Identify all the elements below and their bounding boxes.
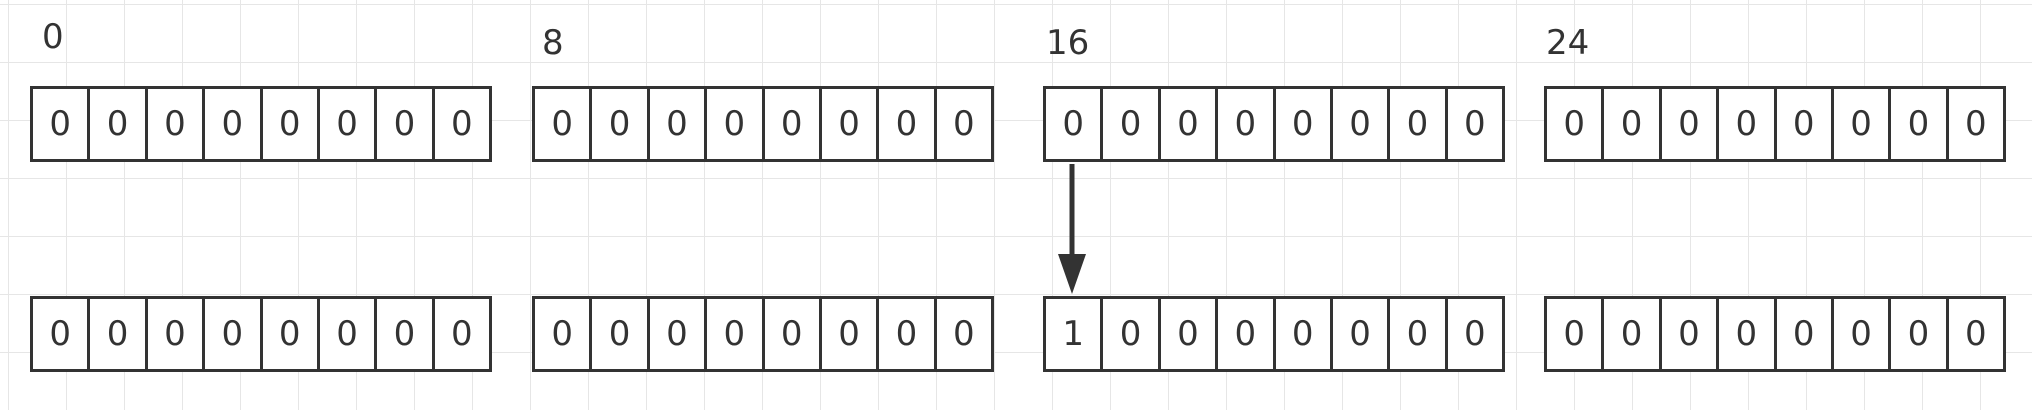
bit-cell: 0 [1834,299,1892,369]
byte-group-3: 0 0 0 0 0 0 0 0 [1544,296,2006,372]
bit-cell: 0 [822,299,880,369]
bit-cell: 0 [1604,89,1662,159]
byte-group-2: 0 0 0 0 0 0 0 0 [1043,86,1505,162]
bit-cell: 0 [377,299,435,369]
bit-cell: 0 [650,89,708,159]
bit-cell: 0 [952,314,975,354]
bit-cell: 0 [1547,299,1605,369]
bit-cell: 0 [1218,89,1276,159]
bit-cell: 0 [1547,89,1605,159]
bit-cell: 0 [263,299,320,369]
bit-cell: 0 [450,104,473,144]
bit-cell: 0 [1390,299,1448,369]
bit-cell: 0 [650,299,708,369]
bit-cell: 0 [1390,89,1448,159]
bit-cell: 0 [33,299,91,369]
bit-cell: 0 [765,299,822,369]
byte-group-1: 0 0 0 0 0 0 0 0 [532,86,994,162]
bit-cell: 0 [33,89,91,159]
offset-label-16: 16 [1046,23,1090,63]
bit-cell: 0 [765,89,822,159]
byte-group-0: 0 0 0 0 0 0 0 0 [30,296,492,372]
bit-cell: 0 [592,89,650,159]
bit-cell: 0 [377,89,435,159]
bit-cell: 0 [1891,89,1949,159]
bit-cell: 0 [1103,89,1161,159]
bit-cell: 0 [1719,299,1777,369]
bit-cell: 0 [1276,89,1333,159]
bit-cell: 0 [320,299,378,369]
bit-cell: 0 [535,299,593,369]
bit-cell: 0 [1604,299,1662,369]
bit-cell: 0 [1218,299,1276,369]
bit-cell: 0 [1891,299,1949,369]
offset-label-24: 24 [1546,23,1590,63]
bit-cell: 0 [1662,299,1720,369]
offset-label-0: 0 [42,17,64,57]
bit-cell: 0 [148,299,206,369]
bit-cell: 0 [1276,299,1333,369]
bit-cell: 0 [707,89,765,159]
byte-group-2: 1 0 0 0 0 0 0 0 [1043,296,1505,372]
bit-cell: 0 [535,89,593,159]
bit-cell: 0 [879,89,937,159]
bit-cell: 0 [1777,299,1834,369]
bit-cell: 0 [592,299,650,369]
bit-cell: 0 [1161,299,1219,369]
bit-cell: 0 [707,299,765,369]
bit-cell: 0 [1964,104,1987,144]
bit-cell: 0 [90,299,148,369]
bit-cell: 0 [879,299,937,369]
bit-cell: 0 [90,89,148,159]
bit-cell-set: 1 [1046,299,1104,369]
bit-cell: 0 [1719,89,1777,159]
byte-group-3: 0 0 0 0 0 0 0 0 [1544,86,2006,162]
bit-cell: 0 [1463,314,1486,354]
bit-cell: 0 [1046,89,1104,159]
bit-cell: 0 [1964,314,1987,354]
bit-cell: 0 [1463,104,1486,144]
arrow-head [1058,254,1086,294]
bit-cell: 0 [1777,89,1834,159]
bit-cell: 0 [1333,89,1391,159]
bit-cell: 0 [822,89,880,159]
byte-group-0: 0 0 0 0 0 0 0 0 [30,86,492,162]
bit-cell: 0 [320,89,378,159]
bit-cell: 0 [1161,89,1219,159]
bit-cell: 0 [205,299,263,369]
offset-label-8: 8 [542,23,564,63]
bit-cell: 0 [450,314,473,354]
bit-cell: 0 [1333,299,1391,369]
bit-cell: 0 [1103,299,1161,369]
bit-cell: 0 [205,89,263,159]
bit-cell: 0 [952,104,975,144]
bit-cell: 0 [263,89,320,159]
byte-group-1: 0 0 0 0 0 0 0 0 [532,296,994,372]
bit-cell: 0 [1662,89,1720,159]
bit-cell: 0 [148,89,206,159]
bit-cell: 0 [1834,89,1892,159]
